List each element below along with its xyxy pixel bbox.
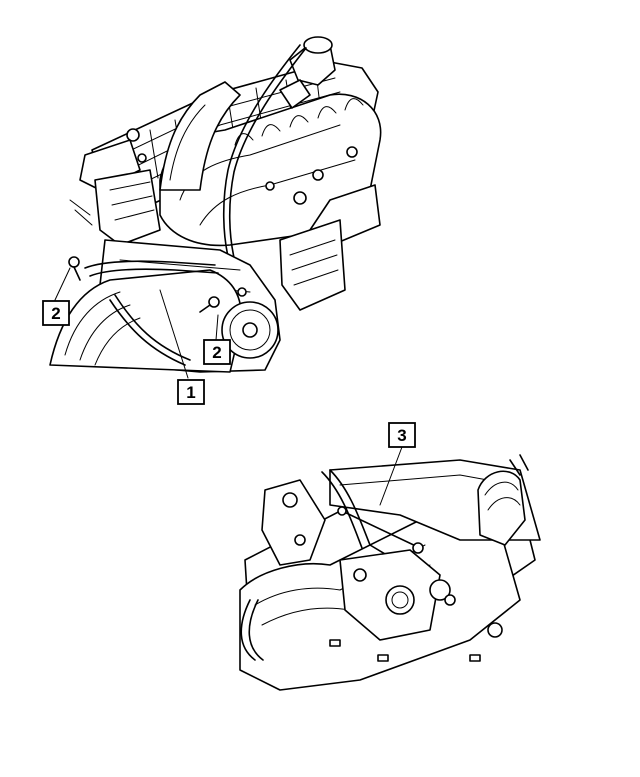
bolt-icon (68, 256, 81, 281)
frame-illustration (239, 454, 541, 691)
svg-text:3: 3 (397, 426, 406, 445)
bolt-icon (237, 287, 247, 297)
svg-text:2: 2 (212, 343, 221, 362)
engine-illustration (49, 36, 382, 373)
callout-3: 3 (388, 422, 416, 448)
bolt-icon (199, 296, 220, 313)
callout-1: 1 (177, 379, 205, 405)
svg-text:2: 2 (51, 304, 60, 323)
callout-2a: 2 (42, 300, 70, 326)
svg-text:1: 1 (186, 383, 195, 402)
leader-lines-top (54, 267, 219, 379)
callout-2b: 2 (203, 339, 231, 365)
leader-line-3 (379, 446, 403, 506)
